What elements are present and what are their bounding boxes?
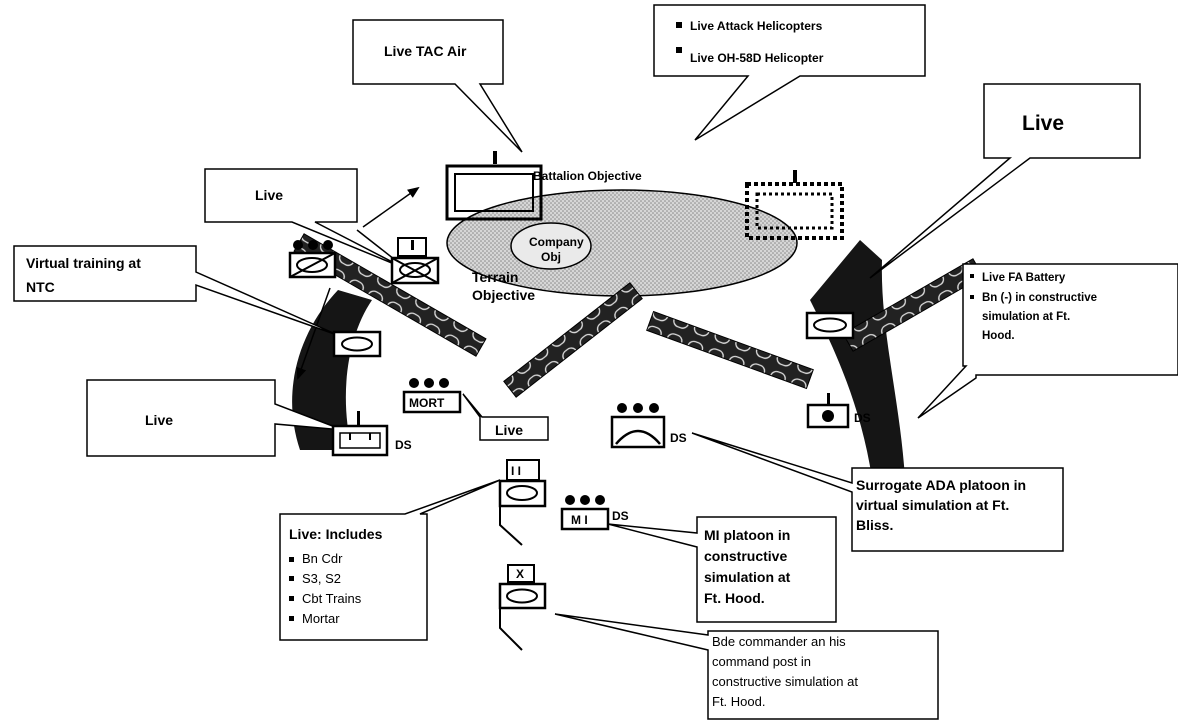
battalion-echelon-label: I I bbox=[511, 464, 521, 478]
callout-mort-live: Live bbox=[462, 393, 549, 441]
mech-unit-symbol-left bbox=[332, 330, 382, 358]
fa-ds-symbol: DS bbox=[806, 393, 871, 429]
callout-helicopters: Live Attack Helicopters Live OH-58D Heli… bbox=[653, 4, 926, 141]
callout-bde-line-3: constructive simulation at bbox=[712, 674, 858, 689]
callout-bde-line-4: Ft. Hood. bbox=[712, 694, 765, 709]
callout-virtual-training-line-2: NTC bbox=[26, 279, 55, 295]
callout-mort-live-label: Live bbox=[495, 422, 523, 438]
includes-item-2: S3, S2 bbox=[302, 571, 341, 586]
callout-mi-line-3: simulation at bbox=[704, 569, 791, 585]
callout-mi-line-2: constructive bbox=[704, 548, 787, 564]
company-obj-label-1: Company bbox=[529, 235, 584, 249]
brigade-hq-symbol: X bbox=[498, 564, 547, 651]
callout-ada-line-2: virtual simulation at Ft. bbox=[856, 497, 1009, 513]
callout-live-top-right: Live bbox=[869, 83, 1141, 279]
ada-ds-symbol: DS bbox=[610, 403, 687, 449]
callout-fa-battery-line-2: Bn (-) in constructive bbox=[982, 292, 1097, 304]
callout-tac-air-label: Live TAC Air bbox=[384, 43, 467, 59]
includes-title: Live: Includes bbox=[289, 526, 383, 542]
recon-platoon-symbol bbox=[288, 240, 337, 279]
callout-fa-battery-line-1: Live FA Battery bbox=[982, 272, 1066, 284]
callout-ada-line-3: Bliss. bbox=[856, 517, 893, 533]
dotted-company-symbol bbox=[745, 170, 844, 240]
brigade-echelon-label: X bbox=[516, 567, 524, 581]
callout-tac-air: Live TAC Air bbox=[352, 19, 523, 153]
callout-virtual-training-line-1: Virtual training at bbox=[26, 255, 141, 271]
callout-helicopters-line-2: Live OH-58D Helicopter bbox=[690, 51, 824, 65]
callout-live-upper-left: Live bbox=[204, 168, 405, 269]
callout-mi-line-4: Ft. Hood. bbox=[704, 590, 765, 606]
callout-live-left: Live bbox=[86, 379, 344, 457]
callout-fa-battery: Live FA Battery Bn (-) in constructive s… bbox=[917, 263, 1178, 419]
callout-fa-battery-line-3: simulation at Ft. bbox=[982, 311, 1070, 323]
callout-virtual-training: Virtual training at NTC bbox=[13, 245, 341, 337]
includes-item-4: Mortar bbox=[302, 611, 340, 626]
mort-label: MORT bbox=[409, 396, 445, 410]
artillery-ds-left-symbol: DS bbox=[331, 411, 412, 457]
mortar-symbol: MORT bbox=[402, 378, 462, 414]
callout-live-left-label: Live bbox=[145, 412, 173, 428]
mi-label: M I bbox=[571, 513, 588, 527]
callout-ada: Surrogate ADA platoon in virtual simulat… bbox=[691, 432, 1064, 552]
includes-item-3: Cbt Trains bbox=[302, 591, 362, 606]
arrow-to-objective bbox=[362, 186, 420, 228]
callout-bde-line-2: command post in bbox=[712, 654, 811, 669]
ds-label-ada: DS bbox=[670, 431, 687, 445]
tactical-arrow-left bbox=[292, 290, 372, 450]
mi-ds-symbol: M I DS bbox=[560, 495, 629, 531]
callout-mi-line-1: MI platoon in bbox=[704, 527, 790, 543]
arrow-down-left bbox=[296, 287, 331, 380]
mech-unit-symbol-right bbox=[805, 311, 855, 340]
callout-bde: Bde commander an his command post in con… bbox=[554, 613, 939, 720]
includes-item-1: Bn Cdr bbox=[302, 551, 343, 566]
company-obj-label-2: Obj bbox=[541, 250, 561, 264]
ds-label-fa: DS bbox=[854, 411, 871, 425]
callout-mi: MI platoon in constructive simulation at… bbox=[607, 516, 837, 623]
callout-bde-line-1: Bde commander an his bbox=[712, 634, 846, 649]
callout-live-upper-left-label: Live bbox=[255, 187, 283, 203]
ds-label-left: DS bbox=[395, 438, 412, 452]
tactical-arrow-right bbox=[810, 240, 905, 478]
battalion-hq-symbol: I I bbox=[498, 459, 547, 546]
terrain-objective-label-1: Terrain bbox=[472, 269, 518, 285]
axis-bar-right-low bbox=[646, 310, 814, 390]
terrain-objective-label-2: Objective bbox=[472, 287, 535, 303]
callout-fa-battery-line-4: Hood. bbox=[982, 330, 1015, 342]
axis-bar-center bbox=[503, 282, 643, 398]
battalion-objective-label: Battalion Objective bbox=[533, 169, 642, 183]
callout-helicopters-line-1: Live Attack Helicopters bbox=[690, 19, 823, 33]
callout-live-top-right-label: Live bbox=[1022, 112, 1064, 135]
tac-air-box-symbol bbox=[445, 151, 543, 221]
company-objective-area bbox=[510, 222, 592, 270]
ds-label-mi: DS bbox=[612, 509, 629, 523]
callout-ada-line-1: Surrogate ADA platoon in bbox=[856, 477, 1026, 493]
crossed-company-symbol bbox=[390, 237, 440, 285]
callout-live-includes: Live: Includes Bn Cdr S3, S2 Cbt Trains … bbox=[279, 479, 501, 641]
